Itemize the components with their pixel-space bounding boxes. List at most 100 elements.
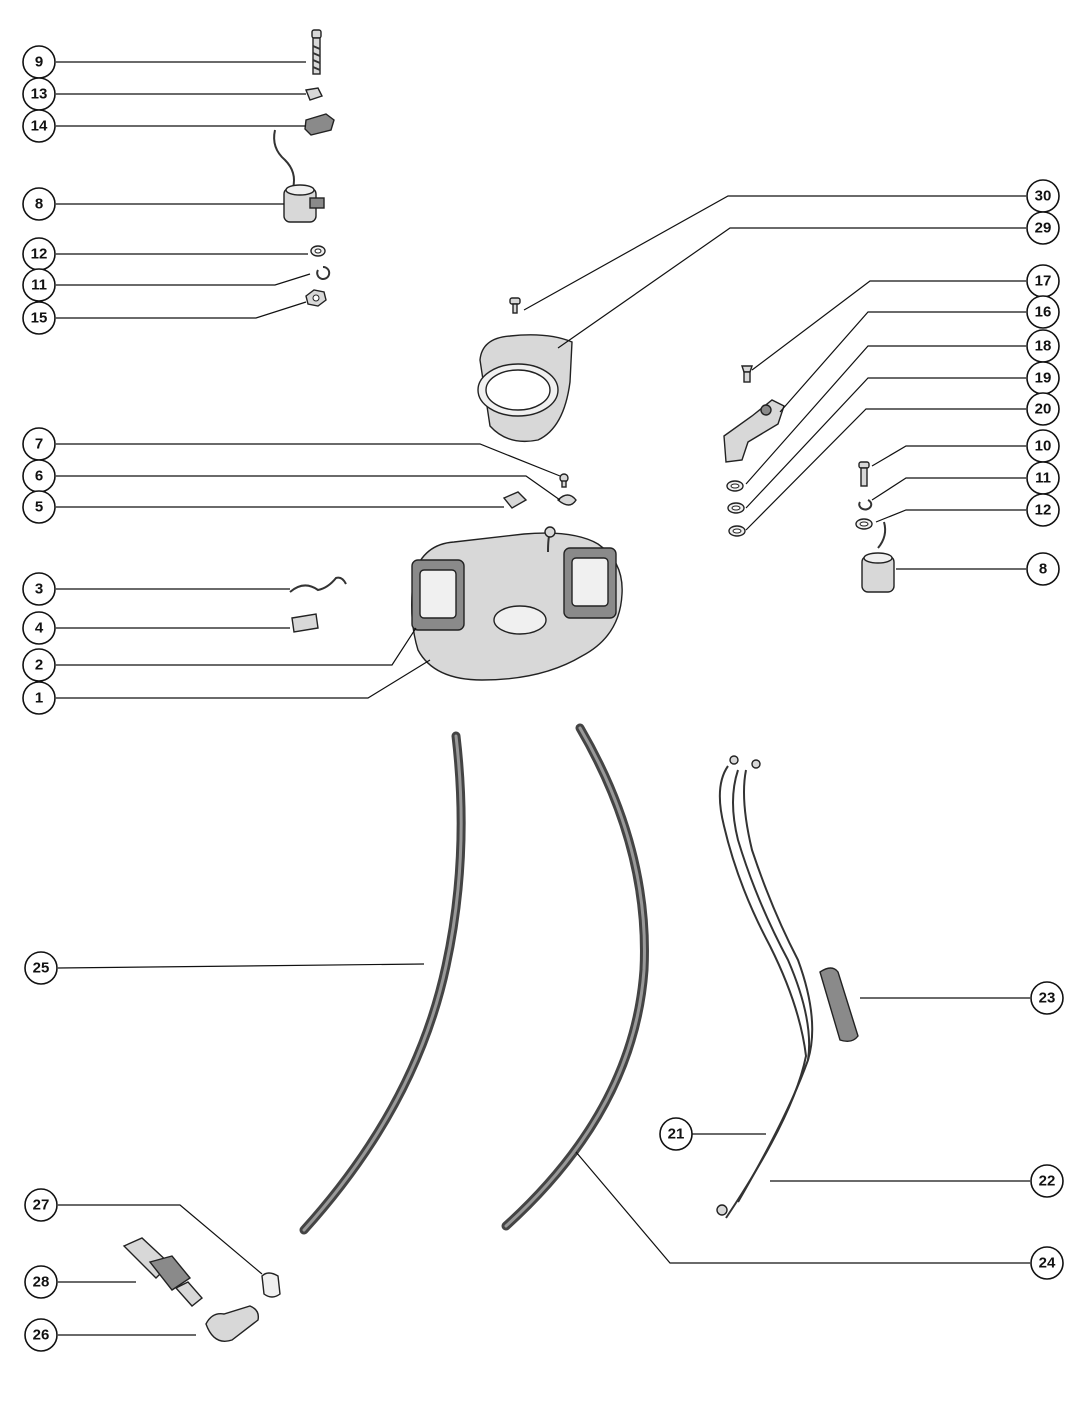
callout-30: 30	[1026, 179, 1060, 213]
callout-7: 7	[22, 427, 56, 461]
callout-14: 14	[22, 109, 56, 143]
callout-1: 1	[22, 681, 56, 715]
callout-12-right: 12	[1026, 493, 1060, 527]
callout-22: 22	[1030, 1164, 1064, 1198]
leader-11b	[871, 477, 1026, 501]
screw-part-10	[858, 461, 870, 487]
leader-17	[751, 280, 1026, 371]
svg-text:4: 4	[35, 620, 44, 637]
callout-9: 9	[22, 45, 56, 79]
bracket-part-16	[723, 399, 785, 463]
washer-part-20	[728, 525, 746, 537]
plate-part-4	[291, 613, 319, 633]
washer-part-18	[726, 480, 744, 492]
callout-8: 8	[22, 187, 56, 221]
callout-2: 2	[22, 648, 56, 682]
svg-text:2: 2	[35, 657, 43, 674]
callout-12: 12	[22, 237, 56, 271]
callout-19: 19	[1026, 361, 1060, 395]
screw-part-7	[559, 473, 569, 488]
condenser-part-left	[273, 129, 325, 223]
callout-20: 20	[1026, 392, 1060, 426]
callout-15: 15	[22, 301, 56, 335]
washer-part-19	[727, 502, 745, 514]
callout-3: 3	[22, 572, 56, 606]
harness-part-21-22	[716, 755, 814, 1219]
boot-part-26	[205, 1305, 260, 1342]
lockwasher-part	[305, 87, 323, 101]
sleeve-part-23	[819, 967, 859, 1043]
svg-text:13: 13	[31, 86, 48, 103]
svg-text:15: 15	[31, 310, 48, 327]
callout-23: 23	[1030, 981, 1064, 1015]
svg-text:3: 3	[35, 581, 43, 598]
svg-text:25: 25	[33, 960, 50, 977]
leader-15	[56, 301, 307, 319]
svg-text:20: 20	[1035, 401, 1052, 418]
sleeve-part-27	[261, 1272, 281, 1298]
svg-text:30: 30	[1035, 188, 1052, 205]
terminal-part-5	[502, 491, 528, 509]
svg-text:14: 14	[31, 118, 48, 135]
svg-text:17: 17	[1035, 273, 1052, 290]
callout-27: 27	[24, 1188, 58, 1222]
callout-8-right: 8	[1026, 552, 1060, 586]
clamp-part	[304, 113, 335, 136]
svg-text:11: 11	[1035, 470, 1051, 487]
svg-text:27: 27	[33, 1197, 50, 1214]
leader-30	[523, 195, 1026, 311]
svg-text:21: 21	[668, 1126, 685, 1143]
leader-12b	[875, 509, 1026, 523]
small-screw-part-30	[509, 297, 521, 314]
svg-text:26: 26	[33, 1327, 50, 1344]
condenser-part-right	[861, 521, 895, 593]
washer-part-right	[855, 518, 873, 530]
leader-lines	[56, 61, 1030, 1336]
leader-16	[779, 311, 1026, 413]
callout-4: 4	[22, 611, 56, 645]
callout-13: 13	[22, 77, 56, 111]
lockring-part-left	[316, 265, 331, 280]
leader-27	[58, 1204, 263, 1275]
leader-10	[871, 445, 1026, 467]
callout-11: 11	[22, 268, 56, 302]
svg-text:10: 10	[1035, 438, 1052, 455]
screw-part	[311, 29, 322, 75]
leader-24	[575, 1151, 1030, 1264]
callout-25: 25	[24, 951, 58, 985]
leader-29	[557, 227, 1026, 349]
svg-text:11: 11	[31, 277, 47, 294]
svg-text:1: 1	[35, 690, 43, 707]
svg-text:28: 28	[33, 1274, 50, 1291]
callout-21: 21	[659, 1117, 693, 1151]
svg-text:12: 12	[31, 246, 48, 263]
lead-part-25	[299, 731, 466, 1235]
svg-text:6: 6	[35, 468, 43, 485]
svg-text:12: 12	[1035, 502, 1052, 519]
wire-part-3	[289, 576, 347, 593]
callout-28: 28	[24, 1265, 58, 1299]
svg-text:29: 29	[1035, 220, 1052, 237]
leader-1	[56, 659, 431, 699]
callout-5: 5	[22, 490, 56, 524]
callout-17: 17	[1026, 264, 1060, 298]
washer-part-left	[310, 245, 326, 257]
lockring-part-right	[858, 499, 873, 511]
callout-10: 10	[1026, 429, 1060, 463]
svg-text:24: 24	[1039, 1255, 1056, 1272]
leader-2	[56, 627, 417, 666]
svg-text:22: 22	[1039, 1173, 1056, 1190]
callout-18: 18	[1026, 329, 1060, 363]
stator-assembly-part	[411, 526, 623, 681]
svg-text:19: 19	[1035, 370, 1052, 387]
leader-20	[745, 408, 1026, 531]
svg-text:5: 5	[35, 499, 43, 516]
callout-29: 29	[1026, 211, 1060, 245]
cover-part-29	[477, 334, 573, 443]
svg-text:7: 7	[35, 436, 43, 453]
spark-plug-part-28	[122, 1237, 204, 1307]
callouts: 9 13 14 8 12 11 15 7 6 5 3 4 2 1 30 29 1…	[22, 45, 1064, 1352]
leader-25	[57, 963, 425, 969]
nut-part	[305, 289, 327, 307]
